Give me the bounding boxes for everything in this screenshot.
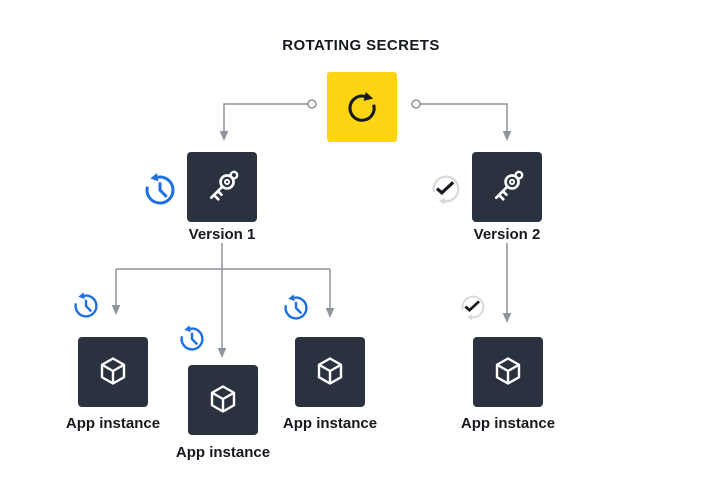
app-instance-node bbox=[473, 337, 543, 407]
app-instance-label: App instance bbox=[65, 415, 161, 432]
version-2-node bbox=[472, 152, 542, 222]
rotation-node bbox=[327, 72, 397, 142]
secret-key-icon bbox=[485, 165, 529, 209]
pending-rotation-clock-icon bbox=[70, 290, 102, 322]
endpoint-ring-left bbox=[307, 99, 317, 109]
app-instance-label: App instance bbox=[460, 415, 556, 432]
arrowhead-version2 bbox=[502, 131, 512, 141]
cube-icon bbox=[203, 380, 243, 420]
cube-icon bbox=[93, 352, 133, 392]
version-1-label: Version 1 bbox=[188, 226, 256, 243]
app-instance-label: App instance bbox=[282, 415, 378, 432]
pending-rotation-clock-icon bbox=[140, 170, 180, 210]
connector-rotation-to-version2 bbox=[420, 103, 508, 131]
app-instance-node bbox=[295, 337, 365, 407]
version-1-node bbox=[187, 152, 257, 222]
rotate-icon bbox=[340, 85, 384, 129]
pending-rotation-clock-icon bbox=[280, 292, 312, 324]
arrowhead-app4 bbox=[502, 313, 512, 323]
app-instance-node bbox=[188, 365, 258, 435]
rotation-complete-clock-icon bbox=[457, 291, 489, 323]
rotation-complete-clock-icon bbox=[427, 170, 465, 208]
pending-rotation-clock-icon bbox=[176, 323, 208, 355]
app-instance-label: App instance bbox=[175, 444, 271, 461]
cube-icon bbox=[488, 352, 528, 392]
secret-key-icon bbox=[200, 165, 244, 209]
arrowhead-app2 bbox=[217, 348, 227, 358]
endpoint-ring-right bbox=[411, 99, 421, 109]
arrowhead-app1 bbox=[111, 305, 121, 315]
arrowhead-app3 bbox=[325, 308, 335, 318]
diagram-title: ROTATING SECRETS bbox=[282, 37, 440, 54]
cube-icon bbox=[310, 352, 350, 392]
arrowhead-version1 bbox=[219, 131, 229, 141]
version-2-label: Version 2 bbox=[473, 226, 541, 243]
connector-rotation-to-version1 bbox=[223, 103, 308, 131]
app-instance-node bbox=[78, 337, 148, 407]
